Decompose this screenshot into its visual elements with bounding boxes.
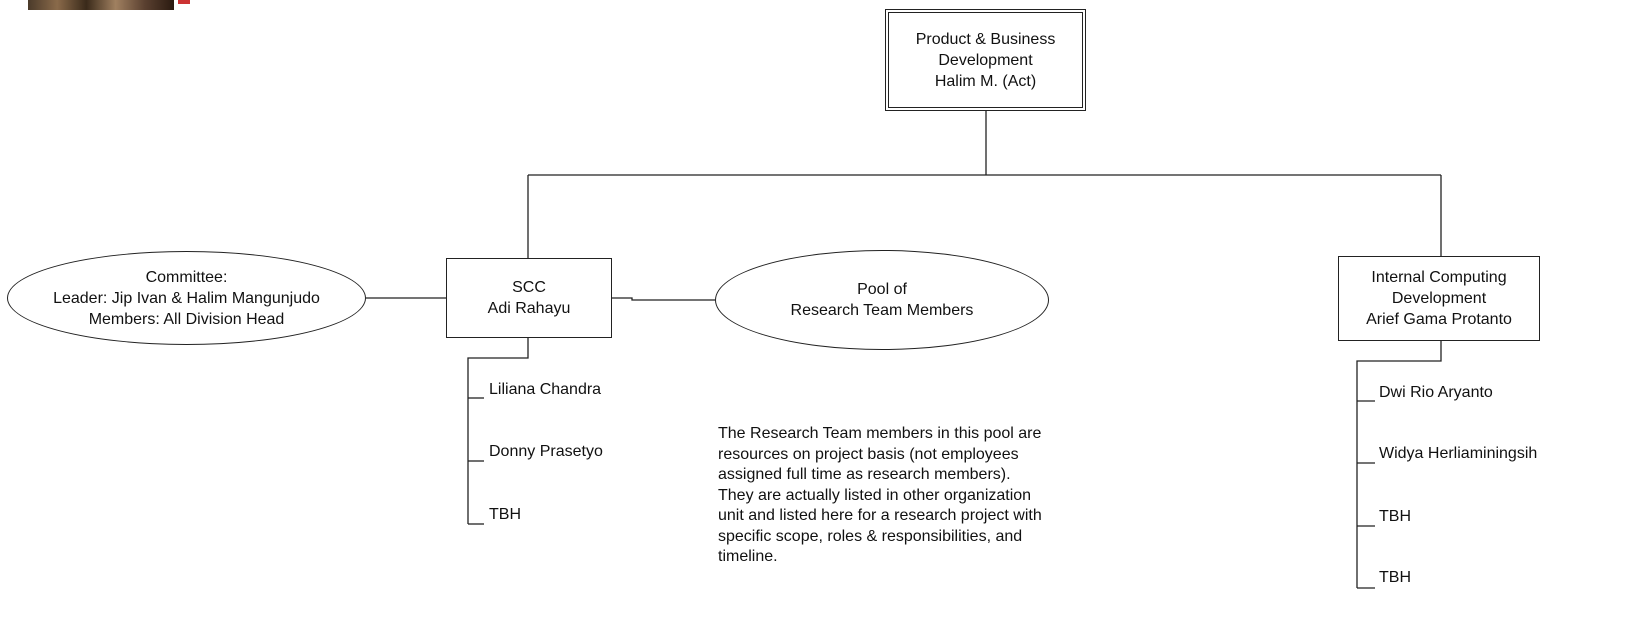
- connector-scc-members: [467, 338, 529, 524]
- committee-line-2: Leader: Jip Ivan & Halim Mangunjudo: [53, 289, 320, 307]
- pool-ellipse: Pool of Research Team Members: [715, 250, 1049, 350]
- scc-member-2: Donny Prasetyo: [489, 443, 603, 460]
- internal-computing-development-box: Internal Computing Development Arief Gam…: [1338, 256, 1540, 341]
- connector-icd-members: [1356, 341, 1442, 588]
- product-business-development-box: Product & Business Development Halim M. …: [885, 9, 1086, 111]
- icd-line-1: Internal Computing: [1371, 269, 1507, 286]
- icd-line-2: Development: [1391, 290, 1487, 307]
- scc-box: SCC Adi Rahayu: [446, 258, 612, 338]
- top-box-line-1: Product & Business: [915, 30, 1056, 48]
- scc-line-1: SCC: [512, 279, 546, 296]
- icd-member-3: TBH: [1379, 508, 1411, 525]
- pool-note-paragraph-1: The Research Team members in this pool a…: [718, 425, 1042, 483]
- top-box-line-3: Halim M. (Act): [934, 72, 1037, 90]
- icd-member-1: Dwi Rio Aryanto: [1379, 384, 1493, 401]
- scc-member-1: Liliana Chandra: [489, 381, 602, 398]
- logo-image: [28, 0, 174, 10]
- top-box-line-2: Development: [938, 51, 1033, 69]
- scc-line-2: Adi Rahayu: [487, 300, 571, 317]
- committee-line-1: Committee:: [145, 268, 228, 286]
- icd-member-4: TBH: [1379, 569, 1411, 586]
- pool-note: The Research Team members in this pool a…: [718, 424, 1058, 568]
- icd-line-3: Arief Gama Protanto: [1366, 311, 1512, 328]
- pool-line-2: Research Team Members: [790, 302, 974, 319]
- committee-ellipse: Committee: Leader: Jip Ivan & Halim Mang…: [7, 251, 366, 345]
- company-logo: [0, 0, 190, 12]
- logo-mark: [178, 0, 190, 4]
- connector-scc-pool: [612, 297, 715, 301]
- scc-member-3: TBH: [489, 506, 521, 523]
- icd-member-2: Widya Herliaminingsih: [1379, 445, 1538, 462]
- committee-line-3: Members: All Division Head: [88, 310, 285, 328]
- pool-line-1: Pool of: [857, 281, 907, 298]
- pool-note-paragraph-2: They are actually listed in other organi…: [718, 486, 1042, 566]
